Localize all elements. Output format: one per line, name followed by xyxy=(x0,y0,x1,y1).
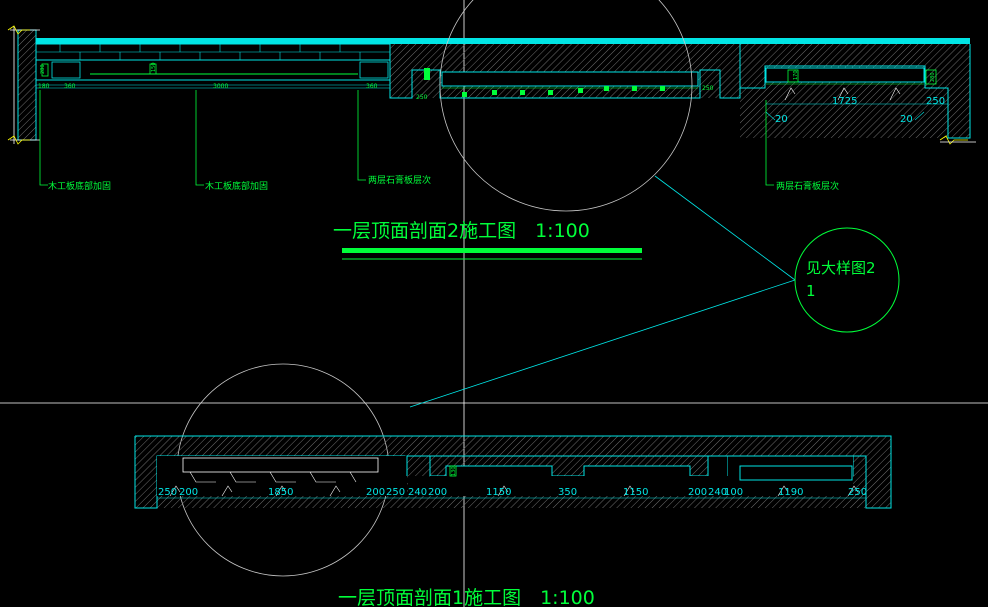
dim-s1-1190: 1190 xyxy=(778,487,803,498)
callout-text-line1: 见大样图2 xyxy=(806,259,876,277)
vdim-s2-170: 170 xyxy=(793,70,799,80)
section-2-drawing xyxy=(7,25,976,186)
callout-text-line2: 1 xyxy=(806,282,816,300)
dim-s2-180: 180 xyxy=(38,83,50,90)
dim-s1-240b: 240 xyxy=(708,487,727,498)
section-2-title: 一层顶面剖面2施工图 1:100 xyxy=(333,220,590,242)
dim-s1-250b: 250 xyxy=(386,487,405,498)
dim-s1-1150a: 1150 xyxy=(486,487,511,498)
dim-s2-3000: 3000 xyxy=(213,83,228,90)
dim-s2-20-right: 20 xyxy=(900,114,913,125)
section-2-labels: 木工板底部加固 木工板底部加固 两层石膏板层次 两层石膏板层次 xyxy=(48,174,839,192)
vdim-s2-280a: 280 xyxy=(40,64,46,74)
dim-s1-240a: 240 xyxy=(408,487,427,498)
section-2-dimensions: 180 360 3000 360 250 250 1725 250 20 20 … xyxy=(38,62,945,125)
dim-s1-200a: 200 xyxy=(179,487,198,498)
dim-s2-20-left: 20 xyxy=(775,114,788,125)
callout-circle xyxy=(794,227,900,333)
dim-s2-250-left: 250 xyxy=(416,94,428,101)
dim-s1-250a: 250 xyxy=(158,487,177,498)
dim-s1-250c: 250 xyxy=(848,487,867,498)
label-plywood-2: 木工板底部加固 xyxy=(205,180,268,192)
dim-s1-1850: 1850 xyxy=(268,487,293,498)
label-gypsum-1: 两层石膏板层次 xyxy=(368,174,431,186)
dim-s2-360a: 360 xyxy=(64,83,76,90)
vdim-s2-280b: 280 xyxy=(930,72,936,82)
dim-s2-250-right: 250 xyxy=(926,96,945,107)
section-1-dimensions: 250 200 1850 200 250 240 200 1150 350 11… xyxy=(158,466,867,498)
label-gypsum-2: 两层石膏板层次 xyxy=(776,180,839,192)
dim-s1-1150b: 1150 xyxy=(623,487,648,498)
callout-leader-top xyxy=(654,175,796,281)
section-2-title-underline xyxy=(342,248,642,253)
vdim-s1-130: 130 xyxy=(451,466,457,476)
callout-leader-bottom xyxy=(409,279,796,408)
dim-s1-200d: 200 xyxy=(688,487,707,498)
vdim-s2-150: 150 xyxy=(151,62,157,72)
label-plywood-1: 木工板底部加固 xyxy=(48,180,111,192)
dim-s1-350: 350 xyxy=(558,487,577,498)
detail-circle-top xyxy=(439,0,693,212)
dim-s1-200b: 200 xyxy=(366,487,385,498)
dim-s2-360b: 360 xyxy=(366,83,378,90)
dim-s2-250-mid: 250 xyxy=(702,85,714,92)
section-1-drawing xyxy=(134,435,892,509)
dim-s1-200c: 200 xyxy=(428,487,447,498)
section-1-title: 一层顶面剖面1施工图 1:100 xyxy=(338,587,595,607)
dim-s1-100: 100 xyxy=(724,487,743,498)
dim-s2-1725: 1725 xyxy=(832,96,857,107)
